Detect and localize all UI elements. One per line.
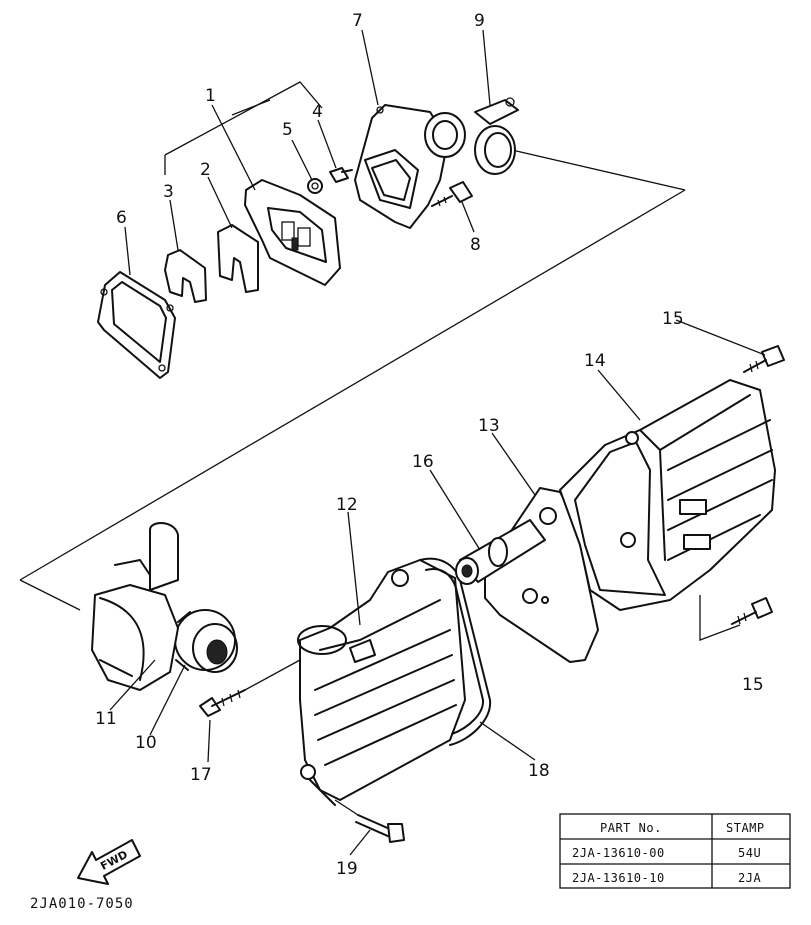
diagram-code: 2JA010-7050 [30,896,134,912]
callout-5: 5 [282,120,293,140]
callout-14: 14 [584,351,606,371]
callout-12: 12 [336,495,358,515]
part-8-bolt [431,181,473,207]
part-16-pipe [455,519,546,585]
assembly-bracket-lines [19,81,686,611]
callout-7: 7 [352,11,363,31]
callout-leader-lines [109,29,766,856]
part-number-table: PART No. STAMP 2JA-13610-00 54U 2JA-1361… [559,813,791,889]
callout-17: 17 [190,765,212,785]
table-cell-stamp: 54U [738,846,761,860]
callout-9: 9 [474,11,485,31]
callout-18: 18 [528,761,550,781]
callout-6: 6 [116,208,127,228]
part-10-grommet [174,609,238,673]
callout-15-right: 15 [742,675,764,695]
part-6-gasket [97,271,176,379]
table-cell-part-no: 2JA-13610-10 [572,871,665,885]
callout-2: 2 [200,160,211,180]
part-3-reed-stopper [164,249,207,303]
part-14-silencer-case [559,379,776,611]
callout-15-top: 15 [662,309,684,329]
callout-19: 19 [336,859,358,879]
part-2-reed-valve [217,224,259,293]
table-header-stamp: STAMP [726,821,765,835]
part-1-reed-valve-assembly [244,179,341,286]
part-15-screw-right [699,595,773,641]
part-4-bolt [329,167,353,183]
part-12-silencer-cover [297,559,466,806]
callout-4: 4 [312,102,323,122]
table-cell-stamp: 2JA [738,871,761,885]
fwd-arrow-icon: FWD [77,839,141,885]
callout-11: 11 [95,709,117,729]
part-11-intake-hose [91,522,179,691]
part-18-silencer-seal [419,557,492,746]
part-19-bolt [334,799,405,843]
callout-13: 13 [478,416,500,436]
callout-16: 16 [412,452,434,472]
callout-8: 8 [470,235,481,255]
callout-1: 1 [205,86,216,106]
callout-numbers: 1 2 3 4 5 6 7 8 9 10 11 12 13 14 15 15 1… [95,11,764,879]
part-5-nut [307,178,323,194]
table-header-part-no: PART No. [600,821,662,835]
callout-10: 10 [135,733,157,753]
part-7-intake-manifold [354,104,466,229]
callout-3: 3 [163,182,174,202]
table-cell-part-no: 2JA-13610-00 [572,846,665,860]
part-9-clamp [474,97,519,175]
part-17-screw [199,659,301,717]
part-15-screw-top [743,345,785,373]
